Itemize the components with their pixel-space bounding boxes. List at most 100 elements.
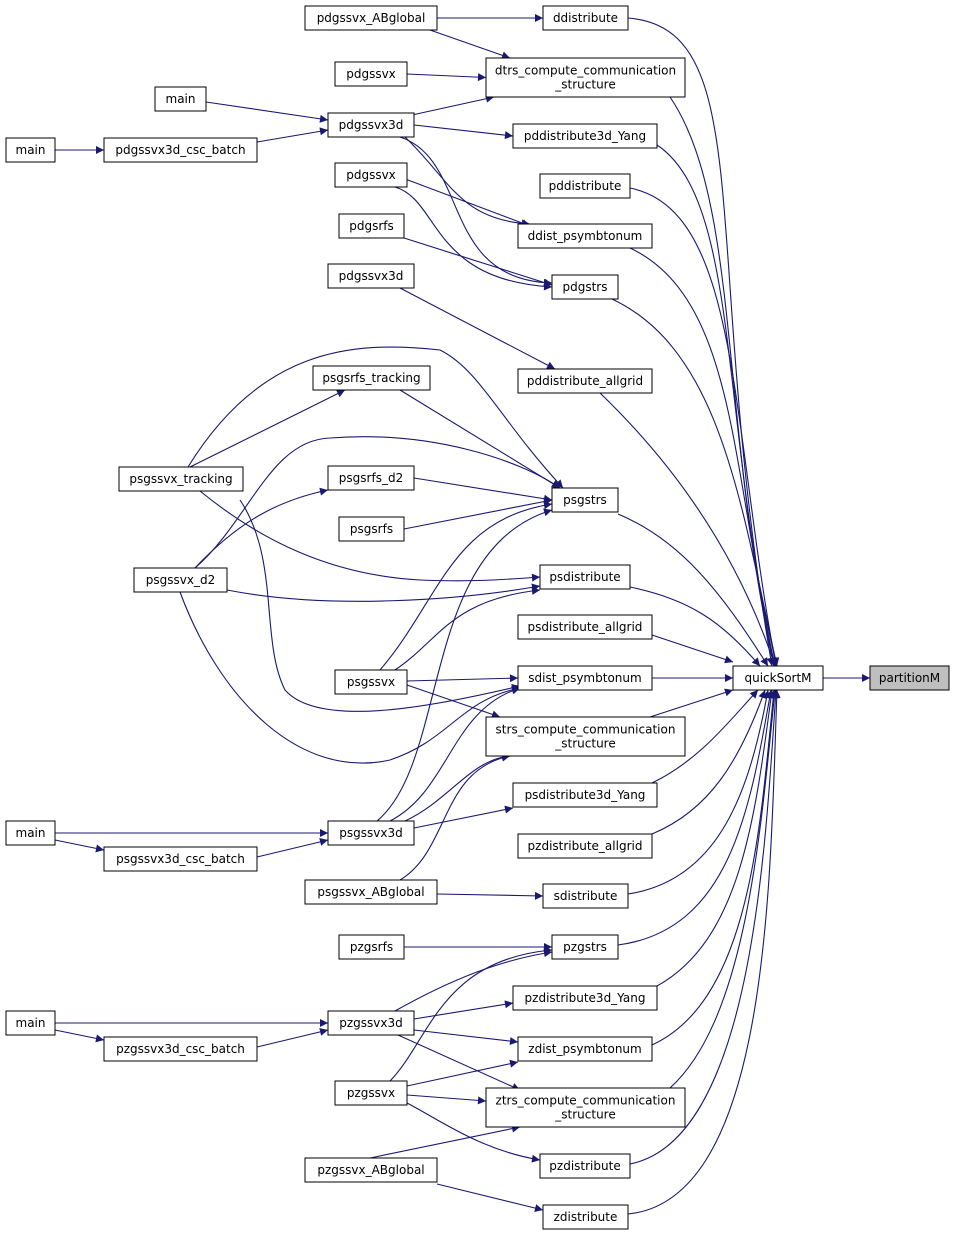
node-psgssvx_d2[interactable]: psgssvx_d2 <box>133 567 228 593</box>
edge-pddistribute3d_Yang-to-quickSortM <box>656 144 778 667</box>
node-pddistribute3d_Yang[interactable]: pddistribute3d_Yang <box>512 123 658 149</box>
edge-ztrs_ccs-to-quickSortM <box>669 689 779 1089</box>
node-box <box>103 1036 258 1062</box>
edge-sdistribute-to-quickSortM <box>627 689 771 895</box>
node-box <box>5 1010 56 1036</box>
node-psgssvx_ABglobal[interactable]: psgssvx_ABglobal <box>304 879 438 905</box>
node-label: psgssvx_tracking <box>129 472 232 486</box>
node-label: strs_compute_communication <box>496 723 676 737</box>
node-label: pzgstrs <box>563 940 607 954</box>
node-psgssvx3d_csc_batch[interactable]: psgssvx3d_csc_batch <box>103 846 258 872</box>
node-label: _structure <box>554 737 615 751</box>
node-pdgssvx_b[interactable]: pdgssvx <box>334 162 408 188</box>
node-strs_ccs[interactable]: strs_compute_communication_structure <box>485 716 686 757</box>
node-label: _structure <box>554 78 615 92</box>
node-psgssvx_tracking[interactable]: psgssvx_tracking <box>118 466 244 492</box>
node-ztrs_ccs[interactable]: ztrs_compute_communication_structure <box>485 1087 686 1128</box>
node-pzgstrs[interactable]: pzgstrs <box>551 934 619 960</box>
node-box <box>327 112 415 138</box>
node-psdistribute3d_Yang[interactable]: psdistribute3d_Yang <box>512 782 658 808</box>
node-psgssvx[interactable]: psgssvx <box>334 669 408 695</box>
node-pzgssvx3d[interactable]: pzgssvx3d <box>327 1010 415 1036</box>
node-box <box>334 162 408 188</box>
node-box <box>539 1153 631 1179</box>
node-psgstrs[interactable]: psgstrs <box>551 487 619 513</box>
node-dtrs_ccs[interactable]: dtrs_compute_communication_structure <box>485 57 686 98</box>
node-pdgssvx3d_csc_batch[interactable]: pdgssvx3d_csc_batch <box>103 137 258 163</box>
node-box <box>542 1204 629 1230</box>
node-label: psgssvx <box>347 675 395 689</box>
edge-pzgssvx3d-to-ztrs_ccs <box>397 1034 521 1091</box>
node-box <box>517 833 653 859</box>
edge-main_d1-to-pdgssvx3d <box>205 101 329 123</box>
node-label: quickSortM <box>744 671 811 685</box>
edge-psgssvx_d2-to-psgstrs <box>194 436 561 569</box>
node-pddistribute[interactable]: pddistribute <box>539 173 631 199</box>
edge-psgssvx_ABglobal-to-sdistribute <box>436 891 544 900</box>
node-pzdistribute[interactable]: pzdistribute <box>539 1153 631 1179</box>
edge-main_z-to-pzgssvx3d_csc_batch <box>54 1029 105 1043</box>
node-psgssvx3d[interactable]: psgssvx3d <box>327 820 415 846</box>
node-main_d2[interactable]: main <box>5 137 56 163</box>
edge-pzdistribute_allgrid-to-quickSortM <box>651 689 767 835</box>
node-label: psgsrfs <box>350 522 393 536</box>
node-pdgssvx_a[interactable]: pdgssvx <box>334 61 408 87</box>
node-label: main <box>166 92 196 106</box>
node-label: pdgssvx3d <box>339 269 404 283</box>
node-box <box>327 1010 415 1036</box>
node-zdist_psymbtonum[interactable]: zdist_psymbtonum <box>517 1036 653 1062</box>
node-psgsrfs_tracking[interactable]: psgsrfs_tracking <box>312 365 431 391</box>
node-pzgssvx[interactable]: pzgssvx <box>334 1080 408 1106</box>
node-label: zdistribute <box>554 1210 618 1224</box>
edge-pzgssvx_ABglobal-to-ztrs_ccs <box>369 1124 521 1159</box>
node-pdgssvx_ABglobal[interactable]: pdgssvx_ABglobal <box>304 5 438 31</box>
node-box <box>539 173 631 199</box>
node-zdistribute[interactable]: zdistribute <box>542 1204 629 1230</box>
node-label: pdgstrs <box>563 280 608 294</box>
node-psgsrfs_d2[interactable]: psgsrfs_d2 <box>327 465 415 491</box>
node-psdistribute[interactable]: psdistribute <box>539 564 631 590</box>
edge-pdgssvx3d-to-ddist_psymbtonum <box>404 136 531 228</box>
node-ddist_psymbtonum[interactable]: ddist_psymbtonum <box>517 223 653 249</box>
node-pdgsrfs[interactable]: pdgsrfs <box>338 213 405 239</box>
node-pdgssvx3d[interactable]: pdgssvx3d <box>327 112 415 138</box>
edge-zdist_psymbtonum-to-quickSortM <box>651 689 778 1046</box>
edge-pddistribute-to-quickSortM <box>629 187 779 667</box>
edge-psgssvx_d2-to-psdistribute <box>226 583 541 602</box>
node-main_d1[interactable]: main <box>154 86 207 112</box>
node-main_s[interactable]: main <box>5 820 56 846</box>
node-label: pddistribute3d_Yang <box>524 129 646 143</box>
edge-psgstrs-to-quickSortM <box>617 513 769 667</box>
node-quickSortM[interactable]: quickSortM <box>732 665 824 691</box>
node-pzgssvx_ABglobal[interactable]: pzgssvx_ABglobal <box>304 1157 438 1183</box>
edge-psdistribute_allgrid-to-quickSortM <box>651 634 734 664</box>
node-sdistribute[interactable]: sdistribute <box>542 883 629 909</box>
node-pdgstrs[interactable]: pdgstrs <box>551 274 619 300</box>
node-box <box>154 86 207 112</box>
node-label: psgsrfs_d2 <box>339 471 403 485</box>
node-psgsrfs[interactable]: psgsrfs <box>338 516 405 542</box>
node-box <box>103 846 258 872</box>
node-ddistribute[interactable]: ddistribute <box>542 5 629 31</box>
node-pddistribute_allgrid[interactable]: pddistribute_allgrid <box>517 368 653 394</box>
edge-ddistribute-to-quickSortM <box>627 17 775 667</box>
node-box <box>327 820 415 846</box>
node-psdistribute_allgrid[interactable]: psdistribute_allgrid <box>517 614 653 640</box>
node-box <box>512 782 658 808</box>
node-pzdistribute_allgrid[interactable]: pzdistribute_allgrid <box>517 833 653 859</box>
node-label: ddist_psymbtonum <box>528 229 643 243</box>
edge-pdgssvx3d-to-pddistribute3d_Yang <box>413 124 514 140</box>
node-sdist_psymbtonum[interactable]: sdist_psymbtonum <box>517 665 653 691</box>
node-label: pzgssvx3d_csc_batch <box>116 1042 245 1056</box>
node-label: pzgsrfs <box>350 940 393 954</box>
node-box <box>338 213 405 239</box>
node-box <box>517 1036 653 1062</box>
node-pdgssvx3d_b[interactable]: pdgssvx3d <box>327 263 415 289</box>
node-label: pdgssvx3d <box>339 118 404 132</box>
edge-pzgssvx3d-to-zdist_psymbtonum <box>413 1029 519 1046</box>
node-label: pddistribute <box>549 179 622 193</box>
node-pzgssvx3d_csc_batch[interactable]: pzgssvx3d_csc_batch <box>103 1036 258 1062</box>
node-pzdistribute3d_Yang[interactable]: pzdistribute3d_Yang <box>512 985 658 1011</box>
node-main_z[interactable]: main <box>5 1010 56 1036</box>
node-pzgsrfs[interactable]: pzgsrfs <box>338 934 405 960</box>
